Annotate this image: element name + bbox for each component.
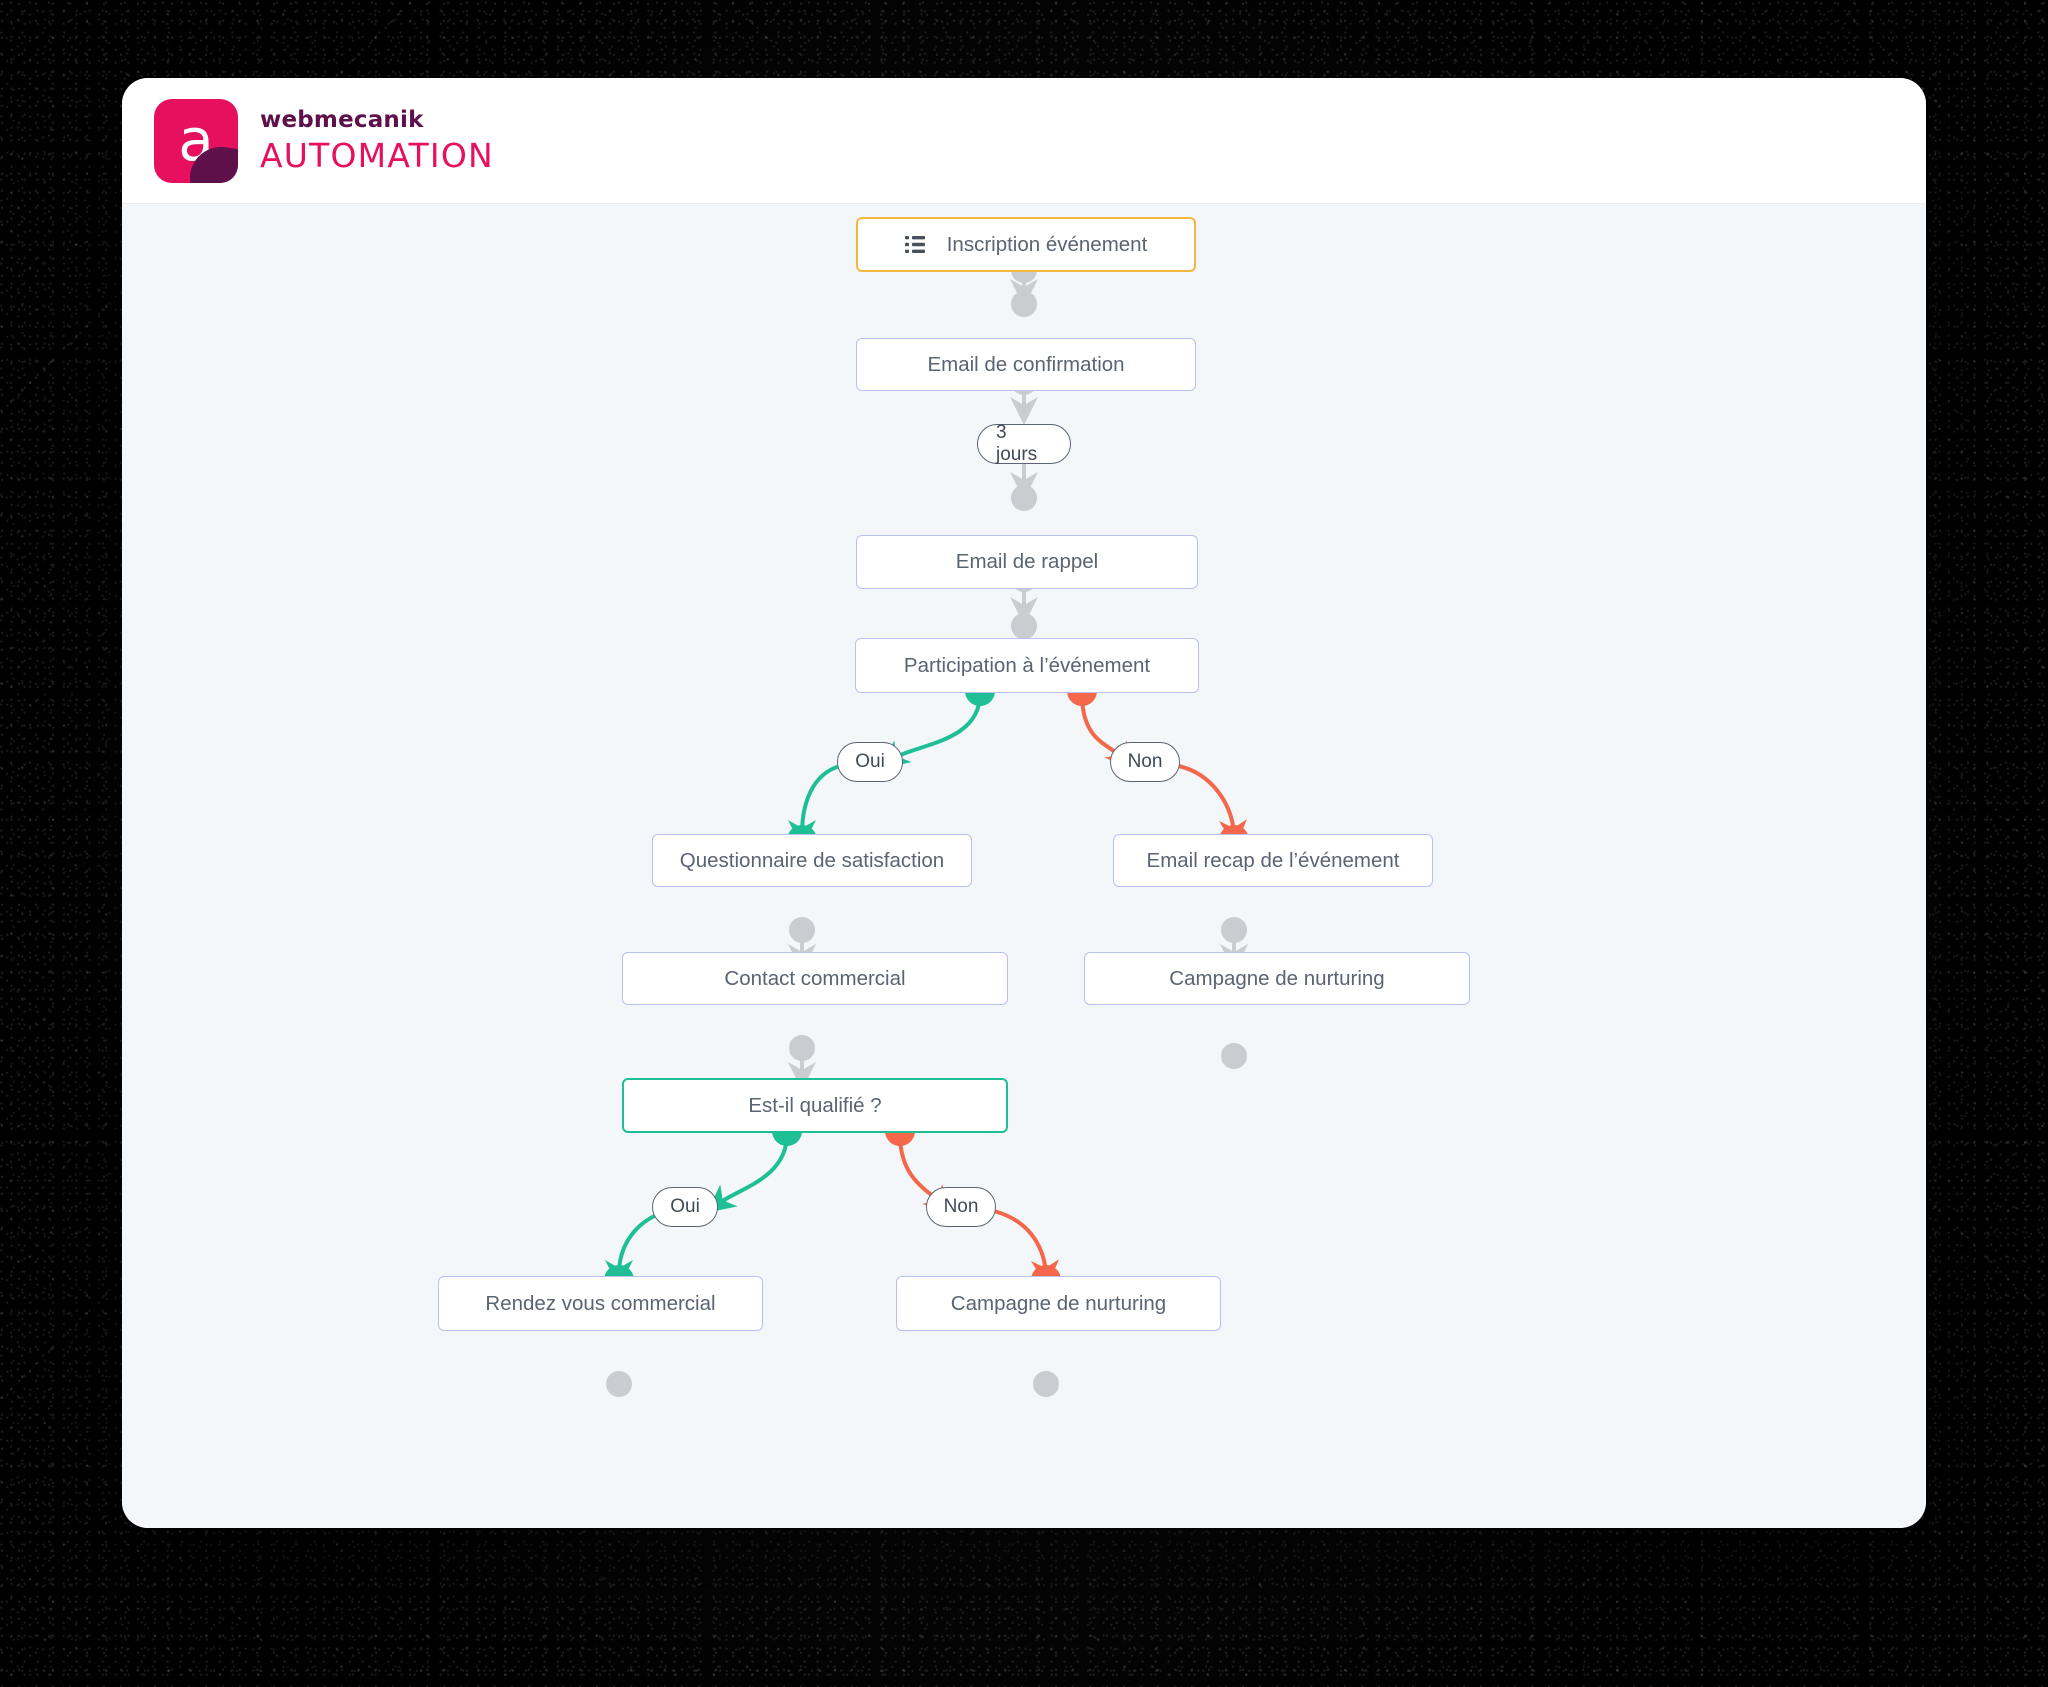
workflow-node-questionnaire[interactable]: Questionnaire de satisfaction <box>652 834 972 887</box>
branch-label-qualifie-oui[interactable]: Oui <box>652 1187 718 1227</box>
app-header: a webmecanik AUTOMATION <box>122 78 1926 204</box>
branch-label-text: Non <box>943 1196 979 1217</box>
list-icon <box>904 236 925 253</box>
product-name: AUTOMATION <box>260 136 494 175</box>
branch-label-text: Oui <box>855 751 885 772</box>
application-window: a webmecanik AUTOMATION <box>122 78 1926 1528</box>
brand-wordmark: webmecanik AUTOMATION <box>260 107 494 175</box>
workflow-canvas[interactable]: Inscription événement Email de confirmat… <box>122 204 1926 1528</box>
workflow-node-label: Email recap de l’événement <box>1146 848 1400 872</box>
workflow-node-campagne-nurturing-1[interactable]: Campagne de nurturing <box>1084 952 1470 1005</box>
workflow-node-label: Email de confirmation <box>927 352 1125 376</box>
branch-label-participation-non[interactable]: Non <box>1110 742 1180 782</box>
branch-label-text: Oui <box>670 1196 700 1217</box>
workflow-node-email-recap[interactable]: Email recap de l’événement <box>1113 834 1433 887</box>
workflow-node-email-rappel[interactable]: Email de rappel <box>856 535 1198 589</box>
workflow-node-campagne-nurturing-2[interactable]: Campagne de nurturing <box>896 1276 1221 1331</box>
workflow-node-label: Contact commercial <box>724 966 906 990</box>
workflow-node-label: Questionnaire de satisfaction <box>679 848 945 872</box>
workflow-delay-3-jours[interactable]: 3 jours <box>977 422 1071 465</box>
branch-label-participation-oui[interactable]: Oui <box>837 742 903 782</box>
workflow-node-label: Participation à l’événement <box>903 653 1151 677</box>
workflow-node-label: Est-il qualifié ? <box>748 1093 882 1117</box>
branch-label-text: Non <box>1127 751 1163 772</box>
workflow-node-label: Campagne de nurturing <box>950 1291 1167 1315</box>
branch-label-qualifie-non[interactable]: Non <box>926 1187 996 1227</box>
workflow-node-label: Rendez vous commercial <box>485 1291 716 1315</box>
workflow-node-rendez-vous-commercial[interactable]: Rendez vous commercial <box>438 1276 763 1331</box>
workflow-node-label: Email de rappel <box>955 550 1099 573</box>
webmecanik-logo-icon[interactable]: a <box>154 98 238 183</box>
workflow-node-contact-commercial[interactable]: Contact commercial <box>622 952 1008 1005</box>
workflow-node-label: Inscription événement <box>946 232 1148 256</box>
workflow-node-participation[interactable]: Participation à l’événement <box>855 638 1199 693</box>
workflow-delay-label: 3 jours <box>996 422 1038 465</box>
brand-name: webmecanik <box>260 107 424 133</box>
workflow-node-inscription[interactable]: Inscription événement <box>856 217 1196 272</box>
workflow-node-label: Campagne de nurturing <box>1169 966 1385 990</box>
workflow-node-est-il-qualifie[interactable]: Est-il qualifié ? <box>622 1078 1008 1133</box>
workflow-node-email-confirmation[interactable]: Email de confirmation <box>856 338 1196 391</box>
